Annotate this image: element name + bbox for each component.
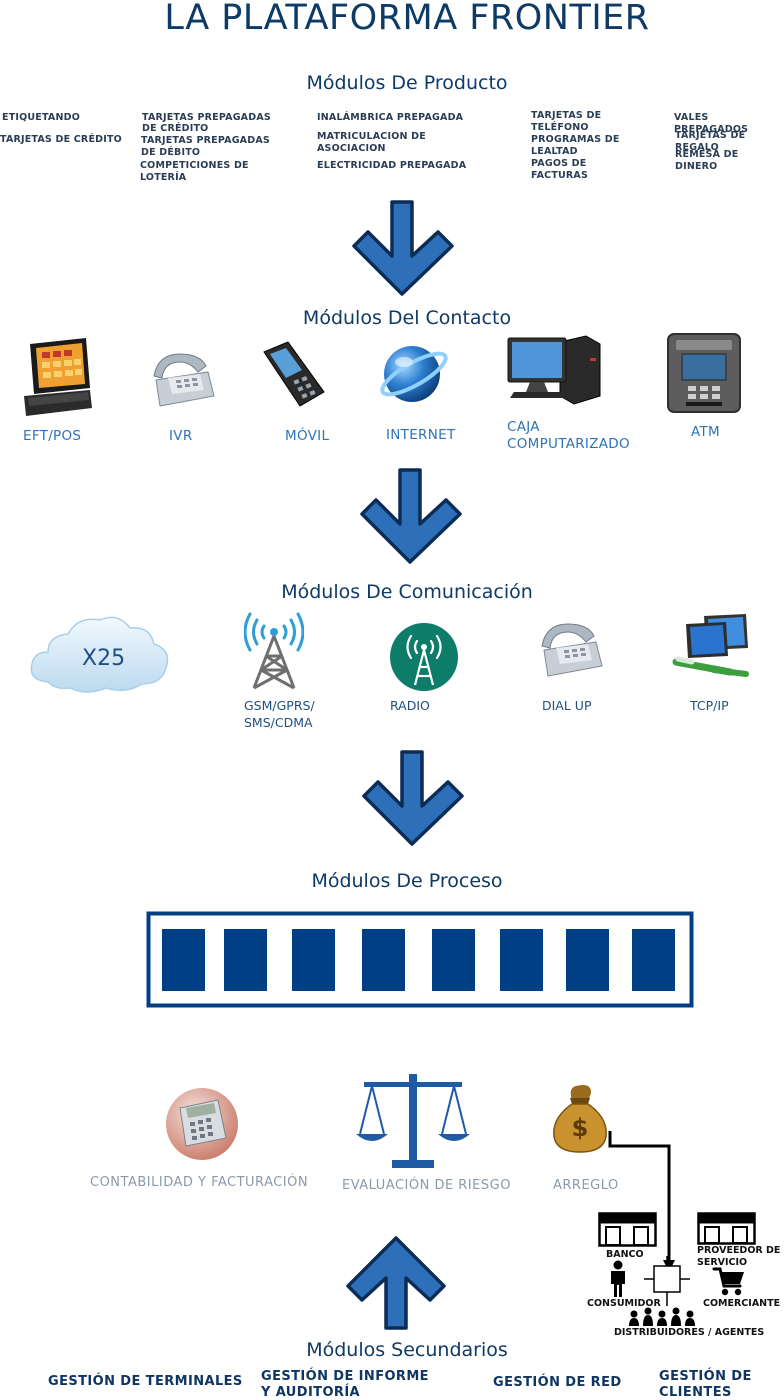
product-item-loteria-1: COMPETICIONES DE <box>140 160 249 171</box>
secondary-label-clientes-2: CLIENTES <box>659 1385 732 1400</box>
process-block <box>632 929 675 991</box>
contact-label-ivr: IVR <box>169 428 193 444</box>
dial-up-phone-icon <box>541 623 603 677</box>
product-item-etiquetando: ETIQUETANDO <box>2 112 80 123</box>
product-item-facturas-1: PAGOS DE <box>531 158 587 169</box>
product-item-inalambrica: INALÁMBRICA PREPAGADA <box>317 112 464 123</box>
section-title-secondary: Módulos Secundarios <box>306 1339 508 1361</box>
hub-icon <box>644 1256 690 1306</box>
network-label-proveedor-1: PROVEEDOR DE <box>697 1245 781 1256</box>
provider-building-icon <box>697 1212 756 1245</box>
comm-label-tcp-ip: TCP/IP <box>690 698 729 713</box>
calculator-icon <box>166 1088 238 1160</box>
process-block <box>566 929 609 991</box>
product-item-prepagadas-credito-2: DE CRÉDITO <box>142 123 209 134</box>
generic-label-evaluacion-riesgo: EVALUACIÓN DE RIESGO <box>342 1178 511 1193</box>
arrow-down-icon <box>360 468 462 564</box>
comm-label-radio: RADIO <box>390 698 430 713</box>
product-item-prepagadas-credito-1: TARJETAS PREPAGADAS <box>142 112 271 123</box>
comm-label-dial-up: DIAL UP <box>542 698 592 713</box>
arrow-down-icon <box>362 750 464 846</box>
network-computers-icon <box>672 614 749 677</box>
agents-group-icon <box>629 1307 695 1326</box>
pos-terminal-icon <box>24 338 92 416</box>
product-item-remesa: REMESA DE DINERO <box>675 149 739 172</box>
secondary-label-red: GESTIÓN DE RED <box>493 1375 622 1390</box>
product-item-telefono-1: TARJETAS DE <box>531 110 602 121</box>
bank-building-icon <box>598 1212 657 1247</box>
product-item-prepagadas-debito-2: DE DÉBITO <box>141 147 201 158</box>
arrow-up-icon <box>346 1236 446 1330</box>
product-item-tarjetas-credito: TARJETAS DE CRÉDITO <box>0 134 122 145</box>
comm-label-x25: X25 <box>82 646 126 671</box>
contact-label-caja-2: COMPUTARIZADO <box>507 436 630 452</box>
internet-globe-icon <box>380 346 448 402</box>
product-item-loteria-2: LOTERÍA <box>140 172 187 183</box>
product-item-vales: VALES PREPAGADOS <box>674 112 749 135</box>
network-label-proveedor-2: SERVICIO <box>697 1257 748 1268</box>
comm-label-gsm-1: GSM/GPRS/ <box>244 698 315 713</box>
section-title-product: Módulos De Producto <box>306 72 508 94</box>
mobile-phone-icon <box>263 341 325 407</box>
page-title: LA PLATAFORMA FRONTIER <box>164 0 650 38</box>
contact-label-atm: ATM <box>691 424 720 440</box>
network-label-consumidor: CONSUMIDOR <box>587 1298 661 1309</box>
section-title-contact: Módulos Del Contacto <box>302 307 512 329</box>
computer-icon <box>507 335 601 405</box>
process-block <box>500 929 543 991</box>
process-block <box>432 929 475 991</box>
scale-icon <box>356 1074 470 1168</box>
radio-tower-icon <box>244 612 304 690</box>
secondary-label-terminales: GESTIÓN DE TERMINALES <box>48 1374 243 1389</box>
product-item-lealtad-1: PROGRAMAS DE <box>531 134 620 145</box>
contact-label-caja-1: CAJA <box>507 419 540 435</box>
network-label-distribuidores: DISTRIBUIDORES / AGENTES <box>614 1327 765 1338</box>
network-label-comerciante: COMERCIANTE <box>703 1298 781 1309</box>
contact-label-movil: MÓVIL <box>285 428 330 444</box>
product-item-facturas-2: FACTURAS <box>531 170 589 181</box>
section-title-process: Módulos De Proceso <box>311 870 503 892</box>
generic-label-contabilidad: CONTABILIDAD Y FACTURACIÓN <box>90 1175 309 1190</box>
process-block <box>362 929 405 991</box>
atm-icon <box>667 333 741 413</box>
product-item-regalo: TARJETAS DE REGALO <box>675 130 746 153</box>
process-block <box>162 929 205 991</box>
product-item-telefono-2: TELÉFONO <box>531 122 589 133</box>
contact-label-eft-pos: EFT/POS <box>23 428 82 444</box>
product-item-matriculacion-1: MATRICULACION DE <box>317 131 426 142</box>
radio-icon <box>390 623 458 691</box>
contact-label-internet: INTERNET <box>386 427 456 443</box>
comm-label-gsm-2: SMS/CDMA <box>244 715 313 730</box>
product-item-prepagadas-debito-1: TARJETAS PREPAGADAS <box>141 135 270 146</box>
money-bag-icon: $ <box>553 1085 607 1153</box>
process-block <box>224 929 267 991</box>
svg-text:$: $ <box>572 1114 589 1142</box>
consumer-person-icon <box>611 1260 625 1297</box>
product-item-lealtad-2: LEALTAD <box>531 146 578 157</box>
product-item-matriculacion-2: ASOCIACION <box>317 143 386 154</box>
process-block <box>292 929 335 991</box>
section-title-communication: Módulos De Comunicación <box>281 581 533 603</box>
secondary-label-clientes-1: GESTIÓN DE <box>659 1369 752 1384</box>
cloud-icon <box>30 616 169 693</box>
shopping-cart-icon <box>712 1267 744 1296</box>
phone-icon <box>153 353 215 407</box>
arrow-down-icon <box>352 200 454 296</box>
secondary-label-informe-2: Y AUDITORÍA <box>261 1385 361 1400</box>
secondary-label-informe-1: GESTIÓN DE INFORME <box>261 1369 429 1384</box>
product-item-electricidad: ELECTRICIDAD PREPAGADA <box>317 160 467 171</box>
network-label-banco: BANCO <box>606 1249 644 1260</box>
generic-label-arreglo: ARREGLO <box>553 1178 619 1193</box>
process-blocks <box>146 911 694 1008</box>
